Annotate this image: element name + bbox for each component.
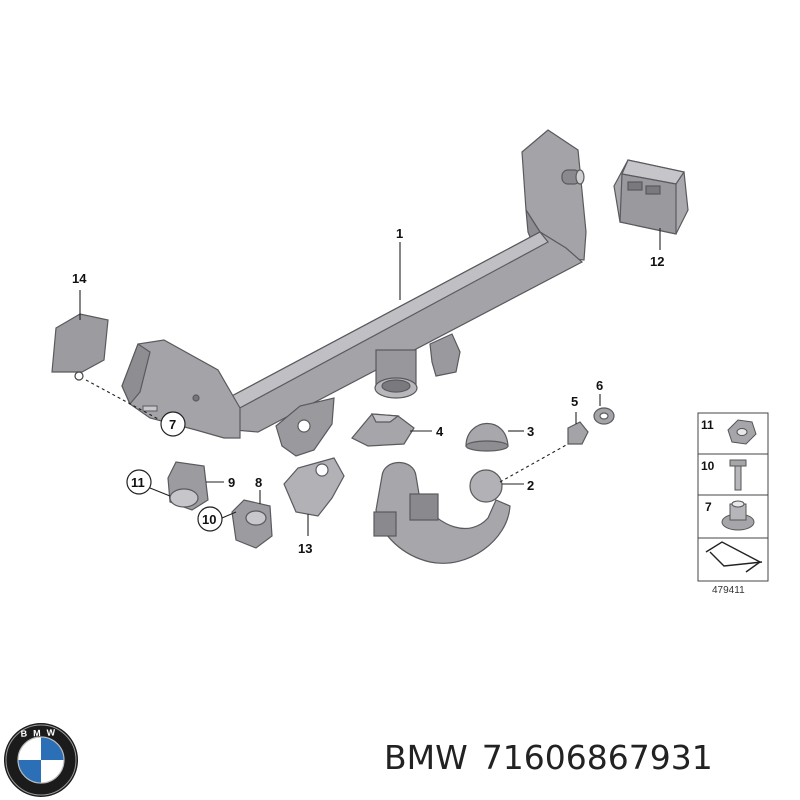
part-4-clip — [351, 413, 415, 447]
callout-5: 5 — [571, 394, 578, 409]
callout-14: 14 — [72, 271, 87, 286]
part-caption: BMW 71606867931 — [384, 732, 784, 782]
diagram-code: 479411 — [712, 585, 745, 596]
part-14-cover-plate — [51, 313, 109, 381]
fastener-legend: 11 10 7 479411 — [697, 412, 769, 596]
nut-icon — [727, 419, 757, 445]
part-6-nut — [593, 407, 615, 425]
callout-6: 6 — [596, 378, 603, 393]
part-5-bolt — [567, 421, 589, 445]
part-3-ball-cap — [465, 422, 509, 452]
part-13-mounting-plate — [283, 457, 345, 517]
callout-2: 2 — [527, 478, 534, 493]
callout-4: 4 — [436, 424, 444, 439]
callout-3: 3 — [527, 424, 534, 439]
callout-10-circle: 10 — [197, 506, 223, 532]
legend-item-11: 11 — [701, 418, 714, 432]
part-12-control-module — [613, 159, 689, 235]
svg-text:10: 10 — [202, 512, 216, 527]
bmw-logo-text: BMW — [20, 727, 61, 738]
flange-nut-icon — [721, 500, 755, 531]
legend-item-7: 7 — [705, 500, 712, 514]
callout-11-circle: 11 — [126, 469, 152, 495]
callout-7-circle: 7 — [160, 411, 186, 437]
part-number: 71606867931 — [481, 737, 713, 777]
part-8-socket-insert — [231, 499, 273, 549]
legend-item-10: 10 — [701, 459, 715, 473]
bmw-logo: BMW — [4, 723, 78, 797]
callout-12: 12 — [650, 254, 664, 269]
bolt-icon — [729, 459, 747, 491]
part-9-socket-housing — [167, 461, 209, 511]
svg-text:7: 7 — [169, 417, 176, 432]
brand-name: BMW — [384, 737, 468, 777]
svg-text:11: 11 — [131, 475, 145, 490]
callout-9: 9 — [228, 475, 235, 490]
direction-arrow-icon — [705, 541, 763, 573]
callout-13: 13 — [298, 541, 312, 556]
part-2-ball-neck — [373, 462, 511, 564]
leader-lines — [79, 228, 661, 536]
callout-1: 1 — [396, 226, 403, 241]
callout-8: 8 — [255, 475, 262, 490]
part-7-bolt — [142, 405, 158, 412]
part-1-tow-bar — [121, 129, 587, 457]
